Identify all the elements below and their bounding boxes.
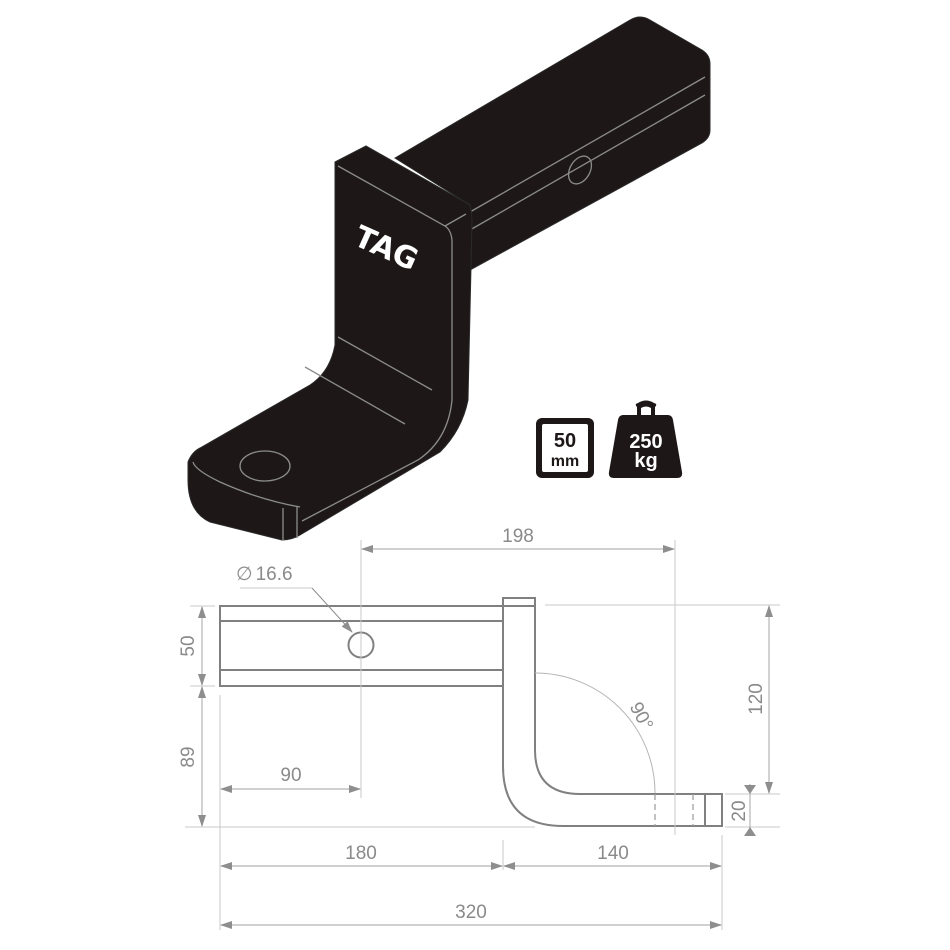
drop-plate	[187, 145, 473, 541]
angle-arc	[534, 672, 656, 794]
label-120: 120	[746, 683, 767, 715]
technical-drawing	[185, 540, 780, 930]
label-198: 198	[502, 526, 534, 547]
label-hole-diameter: ∅16.6	[236, 564, 293, 585]
label-320: 320	[455, 902, 487, 923]
load-rating-badge: 250 kg	[608, 400, 683, 478]
load-rating-value: 250	[629, 431, 662, 453]
drop-shank-outline	[502, 598, 723, 827]
ball-size-badge: 50 mm	[536, 418, 594, 478]
load-rating-unit: kg	[634, 450, 657, 472]
ball-size-value: 50	[554, 430, 576, 452]
shank-bar	[394, 16, 711, 271]
tow-ball-hole	[239, 450, 291, 482]
hole-leader	[311, 587, 353, 633]
product-render: TAG	[187, 16, 711, 541]
label-140: 140	[597, 843, 629, 864]
label-90: 90	[280, 765, 301, 786]
label-89: 89	[178, 746, 199, 767]
ball-size-unit: mm	[551, 453, 579, 470]
weight-icon	[608, 400, 683, 478]
label-50: 50	[178, 635, 199, 656]
label-180: 180	[345, 843, 377, 864]
shank-pin-hole	[567, 155, 593, 185]
dimension-labels: 198 ∅16.6 50 89 90 120 90° 20 180 140 32…	[178, 526, 767, 923]
label-20: 20	[729, 800, 750, 821]
label-90-degrees: 90°	[625, 699, 657, 734]
